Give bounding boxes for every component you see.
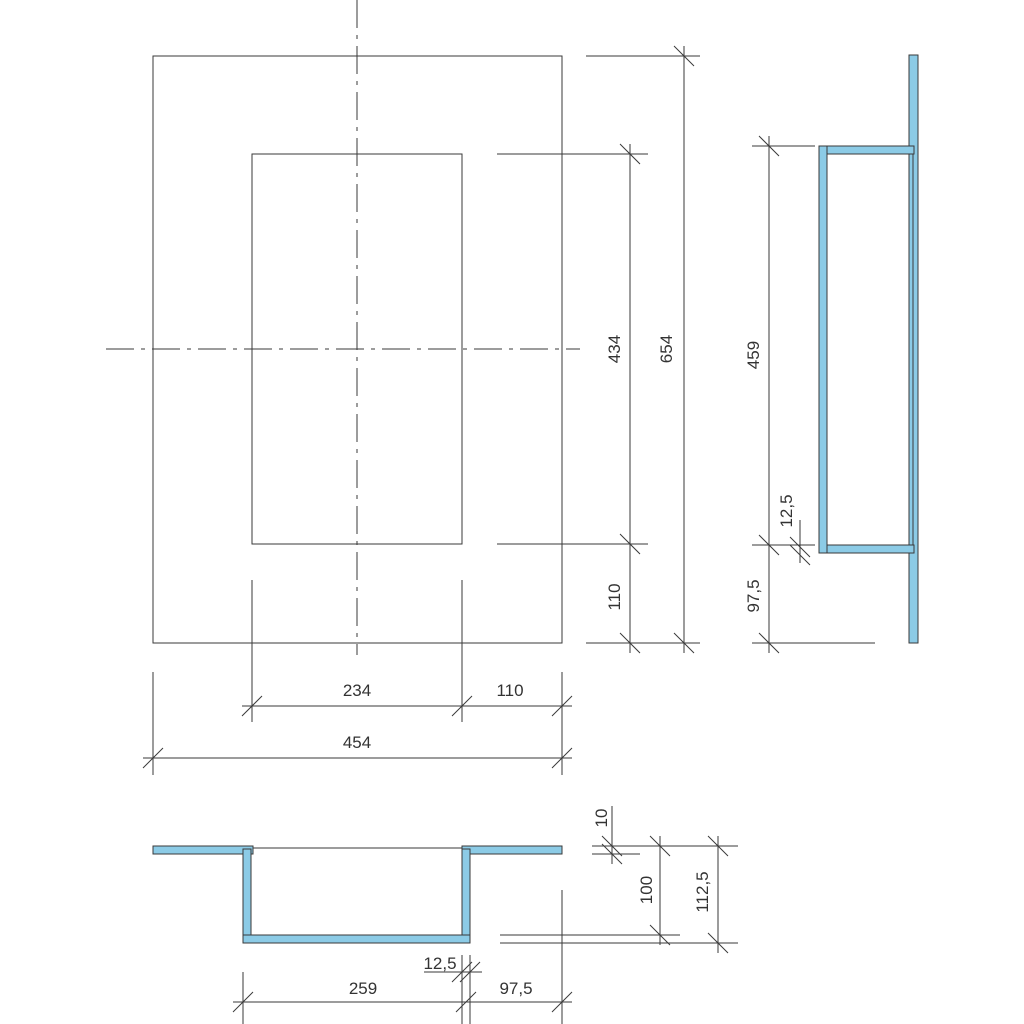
front-view <box>106 0 580 655</box>
dim-label-12-5-side: 12,5 <box>777 494 796 527</box>
dim-label-10: 10 <box>592 809 611 828</box>
plan-right-wall <box>461 848 471 944</box>
plan-dimensions: 10 100 112,5 12,5 259 97,5 <box>232 806 738 1024</box>
dim-label-112-5: 112,5 <box>693 871 712 912</box>
dim-label-459: 459 <box>744 341 763 369</box>
dim-label-97-5-side: 97,5 <box>744 579 763 612</box>
dim-label-434: 434 <box>605 335 624 363</box>
dim-label-110-horizontal: 110 <box>496 681 523 700</box>
plan-left-flange <box>152 845 254 855</box>
dim-label-654: 654 <box>657 335 676 363</box>
plan-bottom-board <box>242 934 471 944</box>
side-section <box>818 54 919 644</box>
dim-label-12-5-plan: 12,5 <box>423 954 456 973</box>
side-bottom-shelf <box>818 544 915 554</box>
dim-label-234: 234 <box>343 681 371 700</box>
dim-label-97-5-plan: 97,5 <box>499 979 532 998</box>
dim-label-100: 100 <box>637 876 656 904</box>
plan-right-flange <box>461 845 563 855</box>
plan-left-wall <box>242 848 252 944</box>
dim-label-259: 259 <box>349 979 377 998</box>
dim-label-454: 454 <box>343 733 371 752</box>
side-vertical-wall <box>818 145 828 554</box>
side-top-shelf <box>818 145 915 155</box>
plan-section <box>152 845 563 944</box>
front-horizontal-dimensions: 234 110 454 <box>142 580 573 775</box>
front-vertical-dimensions: 654 434 110 <box>497 45 700 654</box>
side-dimensions: 459 12,5 97,5 <box>744 135 875 654</box>
dim-label-110-vertical: 110 <box>605 583 624 610</box>
